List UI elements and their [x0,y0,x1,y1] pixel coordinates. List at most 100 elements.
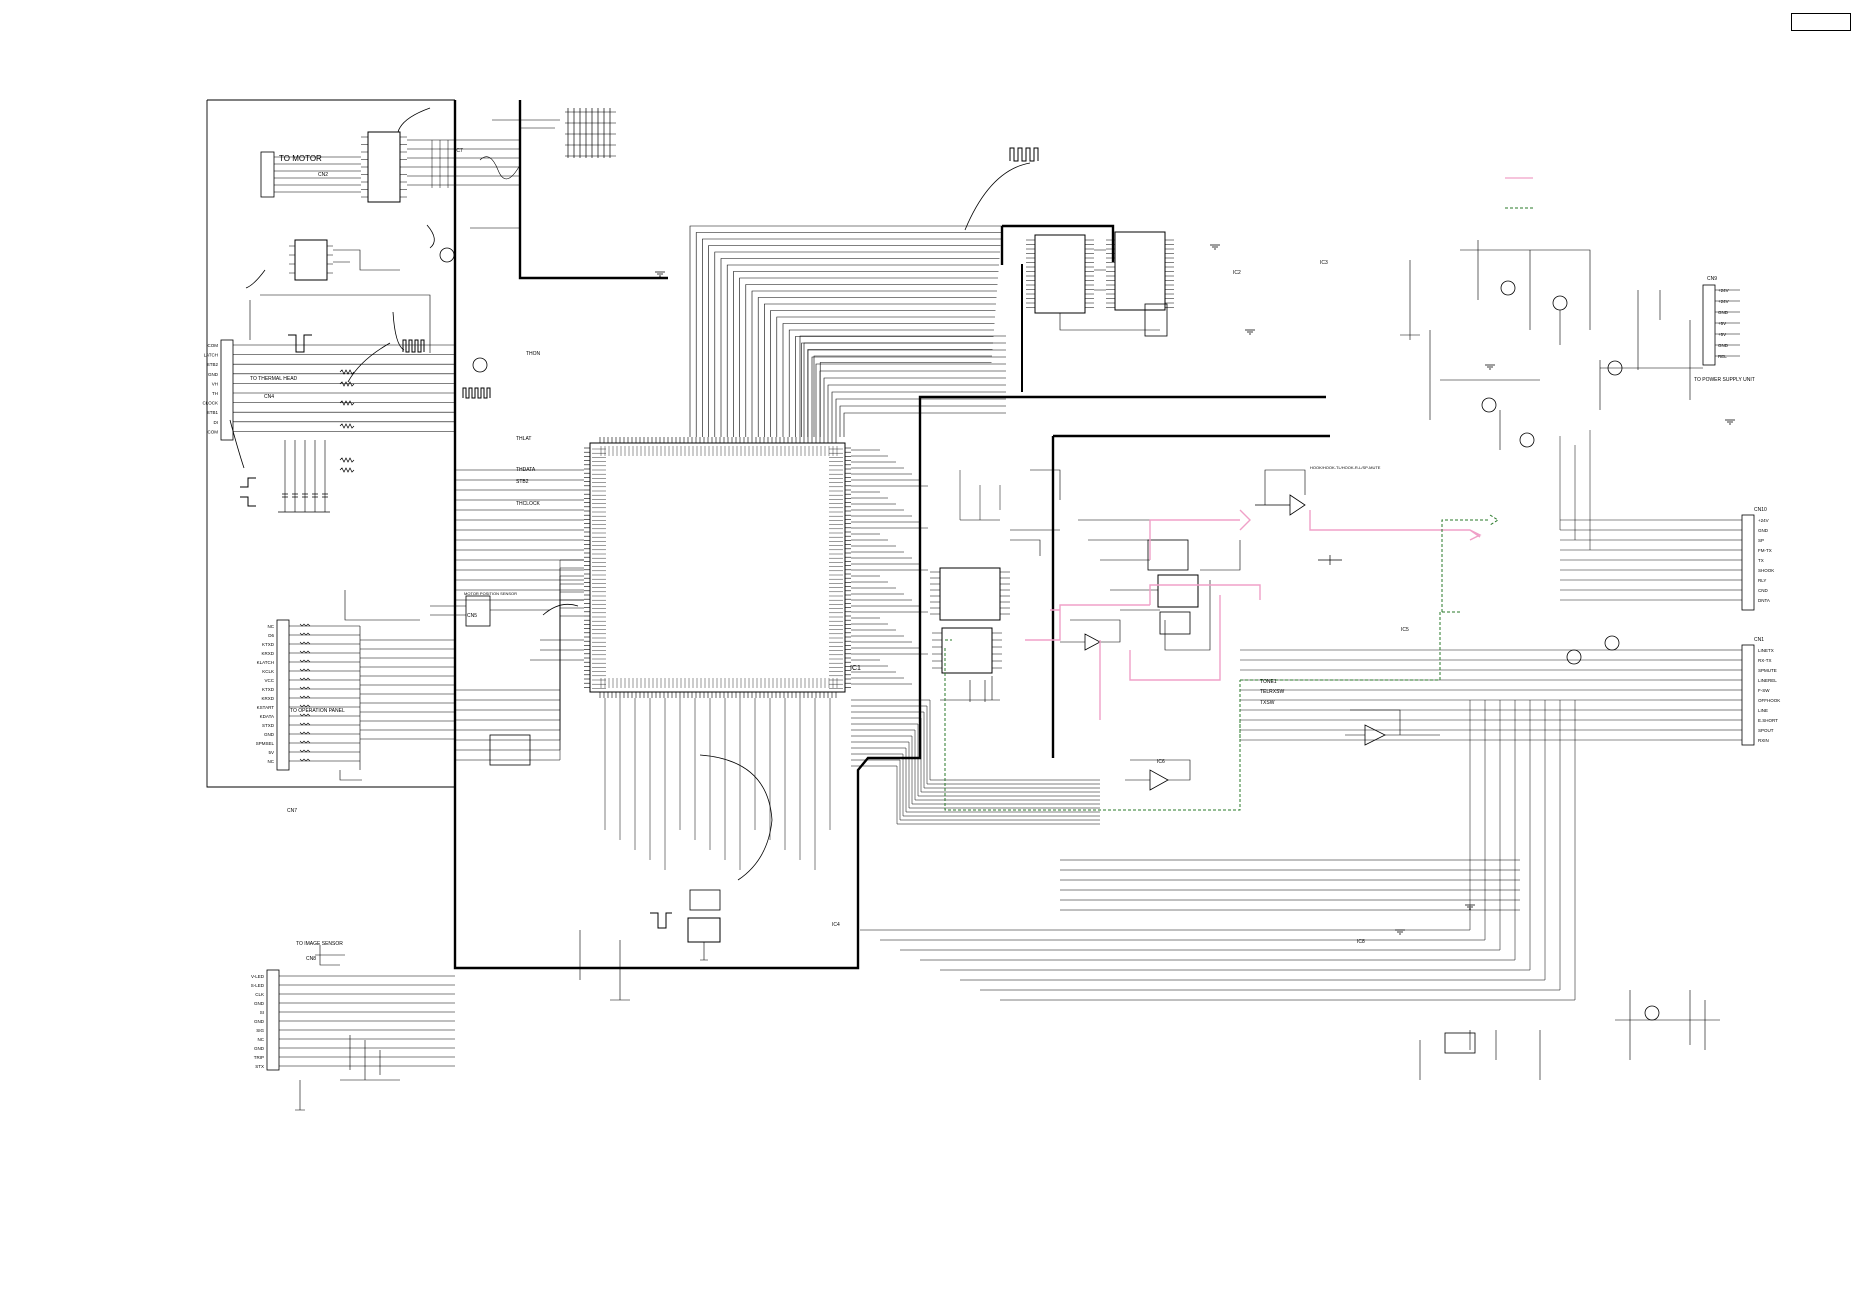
panel-rail [339,626,362,781]
cn8-pin-label: S-LED [251,983,265,988]
cn10-vertical [1559,430,1591,550]
ic1-right-line-2 [851,741,1100,809]
transistor-q7 [1566,649,1582,665]
right-opamp-box [1147,539,1189,571]
crystal-block [489,734,531,766]
cn4-pin-label: COM [208,429,219,434]
right-return-line [1000,700,1576,1001]
address-line [689,225,1002,437]
data-line [827,384,1006,437]
cn10-pin-label: TX [1758,558,1764,563]
cn7-pin-label: STXD [262,723,275,728]
ic3-body [1114,231,1166,311]
cn9-pin-label: +24V [1718,299,1729,304]
ic1-right-line-2 [851,747,1100,813]
cn7-label: CN7 [287,808,297,814]
cn5-label: CN5 [467,613,477,619]
hook-line-label: HOOK/HOOK-TL/HOOK-R-L/SP-MUTE [1310,465,1381,470]
cn9-pin-label: +5V [1718,332,1726,337]
ic4-label: IC4 [832,922,840,928]
ic1-right-line-2 [851,699,1100,781]
motor-position-sensor-label: MOTOR POSITION SENSOR [464,591,517,596]
cn7-pin-label: NC [268,759,275,764]
panel-resistor [299,686,311,690]
cn8-pin-label: TRIP [254,1055,264,1060]
small-chip-bottom [1444,1032,1476,1054]
thermal-resistor [339,381,355,387]
line-interface-wire [1078,519,1160,611]
thermal-resistor [339,400,355,406]
data-line [831,391,1006,437]
right-return-line [880,700,1486,941]
ground-symbol [1485,364,1495,370]
cn7-pin-label: NC [268,624,275,629]
data-line [807,349,1006,437]
transistor-q8 [1604,635,1620,651]
cn9-pin-label: GND [1718,343,1729,348]
cn4-pin-label: CLOCK [202,401,218,406]
motor-bus-feed [470,120,521,229]
thermal-resistor [339,457,355,463]
cn7-pin-label: KRXD [261,651,274,656]
address-line [770,310,996,437]
mid-upper-network [959,470,1001,521]
tone1-signal: TONE1 [1260,679,1277,685]
address-line [745,284,998,437]
to-image-sensor-label: TO IMAGE SENSOR [296,941,343,947]
right-return-line [920,700,1516,961]
transistor-q1 [1500,280,1516,296]
cn4-pin-label: STB1 [207,410,219,415]
panel-resistor [299,704,311,708]
cn9-pin-label: +5V [1718,321,1726,326]
ic1-right-line-2 [851,753,1100,817]
cn1-label: CN1 [1754,637,1764,643]
cn8-pin-label: GND [254,1001,265,1006]
cn7-pin-label: KRXD [261,696,274,701]
cn4-pin-label: GND [208,372,219,377]
ic1-right-line-2 [851,729,1100,801]
cn1-pin-label: LINETX [1758,648,1774,653]
cn1-pin-label: RX-TX [1758,658,1772,663]
right-return-line [900,700,1501,951]
cn1-pin-label: LINEREL [1758,678,1777,683]
motor-position-sensor-box [465,595,491,627]
ground-symbol [1465,904,1475,910]
cn1-pin-label: SPMUTE [1758,668,1777,673]
cn8-pin-label: NC [258,1037,265,1042]
ic-mem-wire [1059,313,1160,331]
annotation-arrow [229,419,245,469]
to-operation-panel-label: TO OPERATION PANEL [290,708,345,714]
capacitor [282,493,288,498]
ic6-parts [940,676,1000,702]
ic1-right-line-2 [851,759,1100,821]
ic8-label: IC8 [1357,939,1365,945]
pink-signal-path [1129,595,1221,681]
cn7-pin-label: KTXD [262,642,275,647]
transistor-mark [1318,555,1342,565]
cn8-pin-label: GND [254,1046,265,1051]
reset-waveform-icon [650,912,672,929]
pink-signal-path [1309,510,1482,541]
cn4-pin-label: LATCH [204,353,218,358]
driver-chip-body [294,239,328,281]
opamp-top [1255,494,1306,516]
ic6-body [941,627,993,674]
cn4-label: CN4 [264,394,274,400]
ic1-left-line-2 [455,615,584,761]
cn1-pin-label: OFFHOOK [1758,698,1780,703]
image-sensor-parts [340,1035,400,1081]
annotation-arrow [347,342,391,383]
cn9-pin-label: REL [1718,354,1727,359]
address-line [782,323,995,437]
left-frame [206,99,455,788]
ic6-label: IC6 [1157,759,1165,765]
cn7-body [276,619,290,771]
cn4-body [220,339,234,441]
cn7-pin-label: KCLK [262,669,274,674]
ic1-right-line-2 [851,735,1100,805]
stb2-signal: STB2 [516,479,529,485]
panel-resistor [299,740,311,744]
